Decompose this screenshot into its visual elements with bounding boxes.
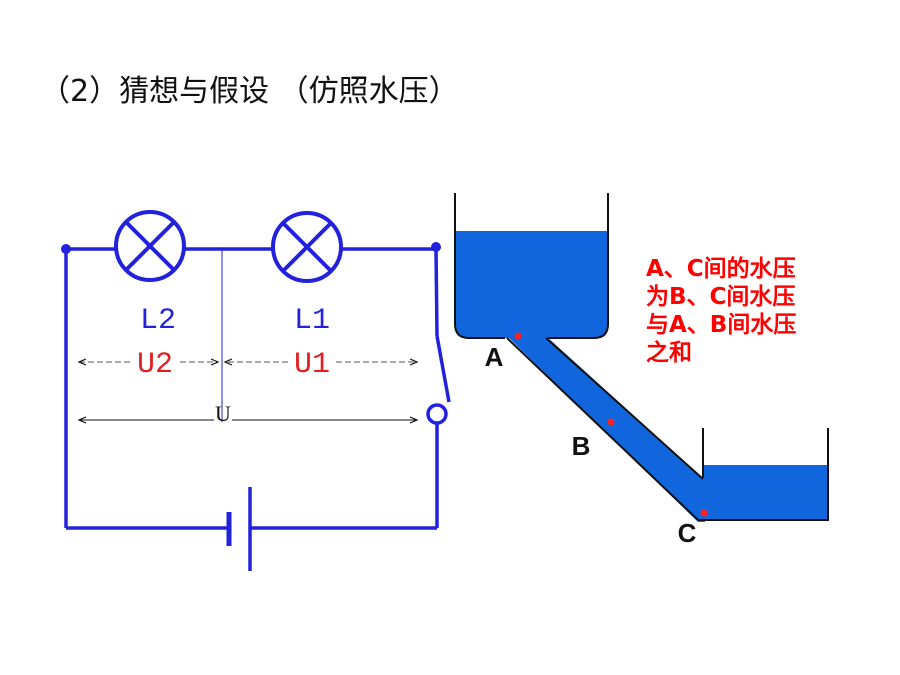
lower-tank-water xyxy=(703,465,828,520)
upper-tank-wall xyxy=(454,193,609,339)
note-line-4: 之和 xyxy=(646,339,692,366)
switch-symbol xyxy=(426,248,451,425)
junction-dot-right xyxy=(431,242,441,252)
point-c-dot xyxy=(700,509,708,517)
point-a-dot xyxy=(514,332,522,340)
note-line-2: 为B、C间水压 xyxy=(646,284,795,310)
point-b-dot xyxy=(607,418,615,426)
u-measurement: U xyxy=(79,401,417,426)
point-c-label: C xyxy=(678,518,697,548)
voltage-u2-label: U2 xyxy=(137,348,173,382)
water-model: A B C A、C间的水压 为B、C间水压 与A、B间水压 之和 xyxy=(454,193,829,548)
note-line-3: 与A、B间水压 xyxy=(646,312,796,338)
lamp-l2 xyxy=(114,210,186,282)
voltage-total-label: U xyxy=(215,401,231,426)
lamp-l2-label: L2 xyxy=(140,304,176,338)
junction-dot-left xyxy=(61,244,71,254)
u2-measurement: U2 xyxy=(79,348,218,382)
voltage-u1-label: U1 xyxy=(294,348,330,382)
lamp-l1 xyxy=(271,211,343,283)
point-a-label: A xyxy=(485,342,504,372)
lamp-l1-label: L1 xyxy=(294,304,330,338)
upper-tank-water xyxy=(455,231,608,338)
note-line-1: A、C间的水压 xyxy=(646,255,796,282)
u1-measurement: U1 xyxy=(225,348,417,382)
battery-symbol xyxy=(226,487,252,571)
pressure-note: A、C间的水压 为B、C间水压 与A、B间水压 之和 xyxy=(646,255,796,366)
connecting-pipe xyxy=(507,336,705,522)
point-b-label: B xyxy=(572,431,591,461)
lower-tank-wall xyxy=(698,428,829,521)
slide-title: （2）猜想与假设 （仿照水压） xyxy=(40,74,459,109)
circuit-diagram: L2 L1 U2 U1 U xyxy=(61,210,451,571)
